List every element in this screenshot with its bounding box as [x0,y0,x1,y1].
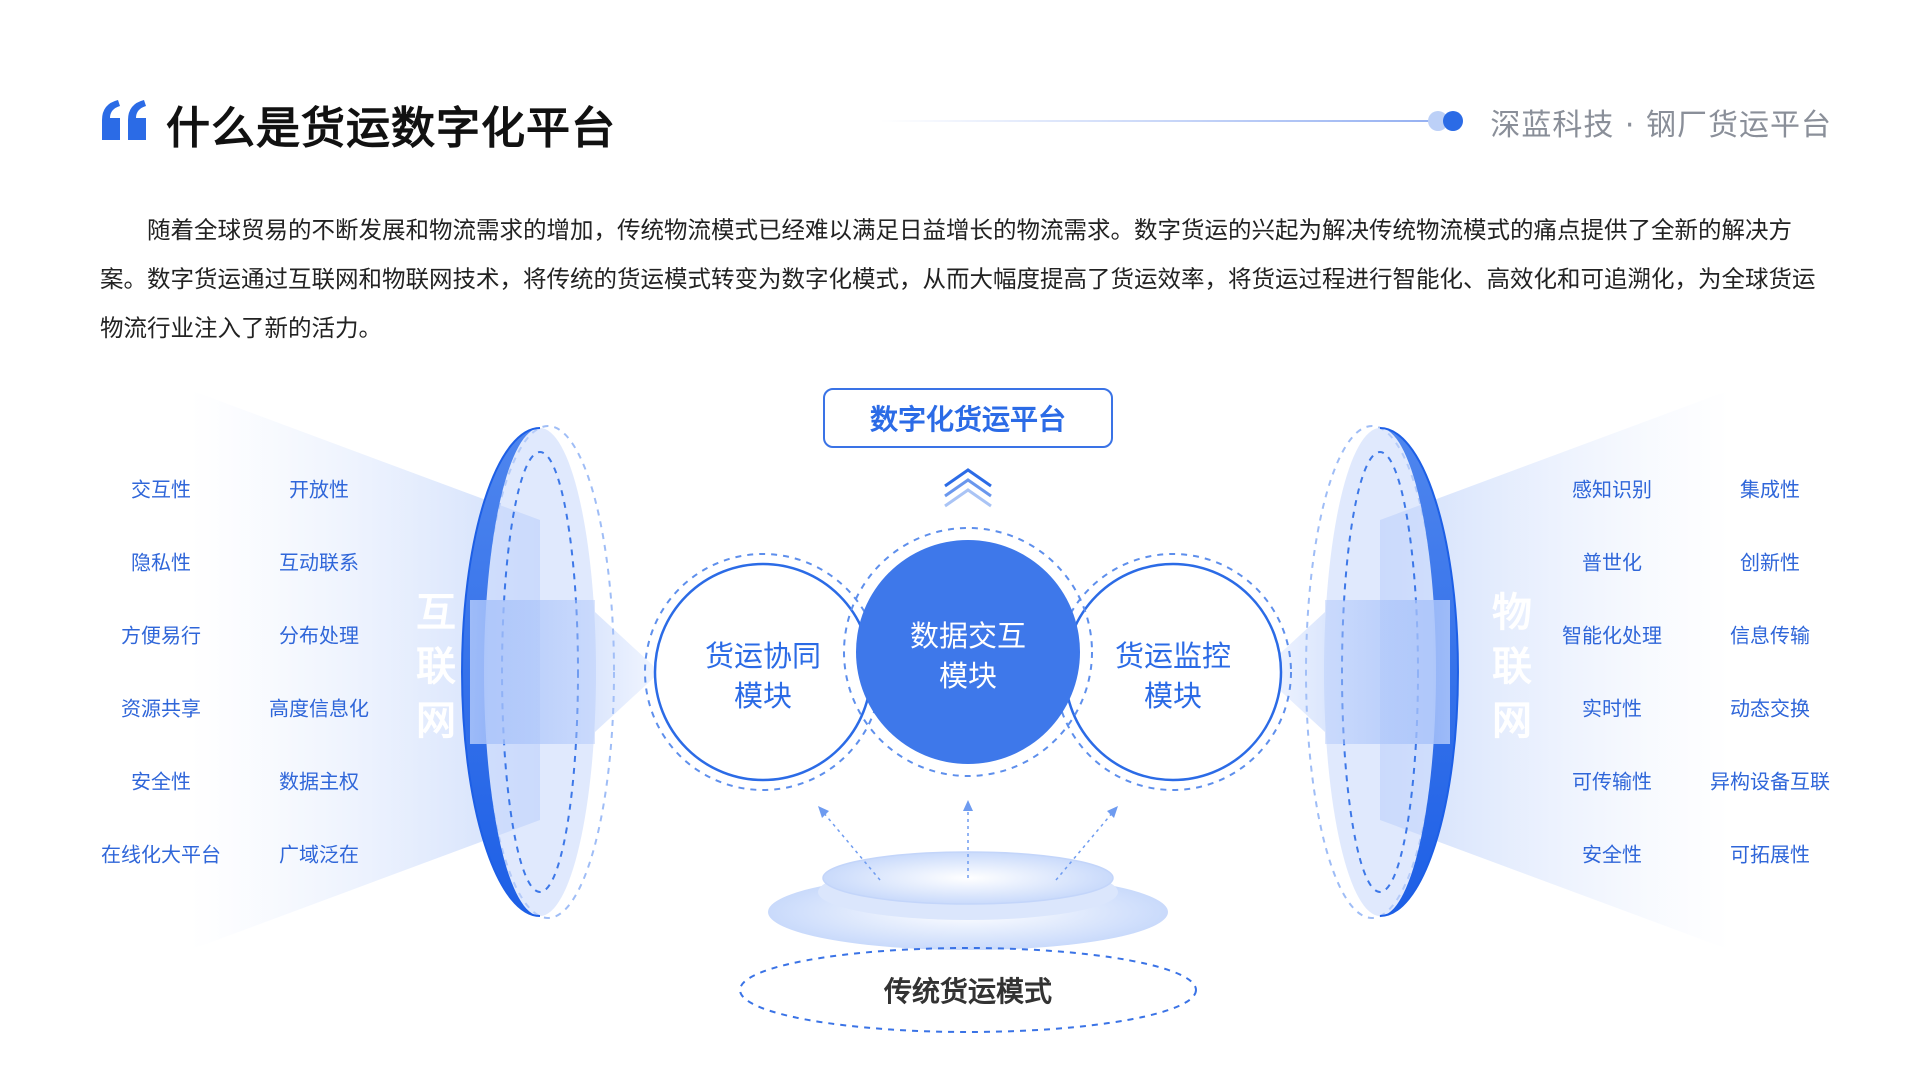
traditional-ellipse [739,947,1197,1033]
right-module-dash [1054,553,1292,791]
right-module-line1: 货运监控 [1114,639,1231,673]
header-dot [1443,111,1463,131]
right-module-line2: 模块 [1143,679,1202,713]
brand-label: 深蓝科技 · 钢厂货运平台 [1490,108,1832,143]
left-module-label: 货运协同 模块 [673,636,853,716]
traditional-mode-label: 传统货运模式 [883,975,1053,1008]
internet-ring-band [462,428,540,916]
internet-feature: 资源共享 [121,696,201,721]
base-arrows [822,808,1114,881]
iot-feature: 创新性 [1740,550,1800,575]
right-module-label: 货运监控 模块 [1083,636,1263,716]
intro-paragraph: 随着全球贸易的不断发展和物流需求的增加，传统物流模式已经难以满足日益增长的物流需… [100,216,1816,342]
iot-arrow [1260,600,1450,744]
internet-feature: 数据主权 [279,769,359,794]
chevron-up-icon [944,468,992,508]
center-module-dash [843,527,1093,777]
internet-feature: 高度信息化 [269,696,369,721]
center-module-line2: 模块 [938,659,997,693]
iot-feature: 动态交换 [1730,696,1810,721]
header-divider [880,120,1440,122]
platform-label: 数字化货运平台 [823,388,1113,448]
internet-beam [190,390,540,950]
iot-feature: 安全性 [1582,842,1642,867]
internet-feature: 互动联系 [279,550,359,575]
left-module-line1: 货运协同 [704,639,821,673]
iot-beam [1380,390,1730,950]
center-module-line1: 数据交互 [909,619,1026,653]
internet-feature: 方便易行 [121,623,201,648]
internet-feature: 隐私性 [131,550,191,575]
internet-feature: 安全性 [131,769,191,794]
left-module-line2: 模块 [733,679,792,713]
internet-arrow [470,600,660,744]
internet-feature: 分布处理 [279,623,359,648]
center-module-circle [856,540,1080,764]
iot-feature: 可拓展性 [1730,842,1810,867]
internet-feature: 在线化大平台 [101,842,221,867]
page-title: 什么是货运数字化平台 [166,103,616,154]
iot-feature: 异构设备互联 [1710,769,1830,794]
iot-feature: 智能化处理 [1562,623,1662,648]
iot-feature: 实时性 [1582,696,1642,721]
internet-feature: 交互性 [131,477,191,502]
iot-feature: 可传输性 [1572,769,1652,794]
iot-feature: 普世化 [1582,550,1642,575]
iot-feature: 信息传输 [1730,623,1810,648]
internet-feature: 开放性 [289,477,349,502]
iot-feature: 集成性 [1740,477,1800,502]
iot-title: 物联网 [1485,591,1531,753]
center-module-label: 数据交互 模块 [878,616,1058,696]
quote-icon [102,100,146,140]
internet-title: 互联网 [409,591,455,753]
internet-feature: 广域泛在 [279,842,359,867]
iot-feature: 感知识别 [1572,477,1652,502]
iot-ring-band [1380,428,1458,916]
